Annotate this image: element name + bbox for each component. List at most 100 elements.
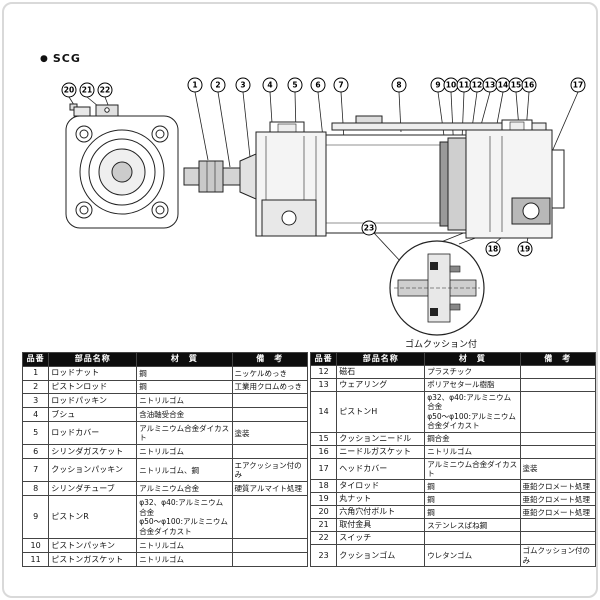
callout-13: 13 [482, 77, 498, 93]
callout-15: 15 [508, 77, 524, 93]
part-name: クッションニードル [336, 431, 426, 446]
part-name: ピストンパッキン [48, 538, 138, 554]
svg-text:2: 2 [215, 81, 220, 90]
svg-text:19: 19 [520, 245, 530, 254]
part-no: 5 [21, 421, 50, 446]
svg-text:9: 9 [435, 81, 440, 90]
callout-23: 23 [361, 220, 377, 236]
piston-magnet [439, 141, 449, 227]
part-no: 10 [21, 538, 50, 554]
part-no: 22 [309, 531, 338, 546]
part-material: ニトリルゴム [424, 444, 521, 459]
svg-text:1: 1 [192, 81, 197, 90]
part-note: 亜鉛クロメート処理 [519, 505, 596, 520]
part-note: 硬質アルマイト処理 [231, 481, 309, 497]
col-header-no: 品番 [21, 352, 50, 367]
part-note: ゴムクッション付のみ [519, 544, 596, 567]
part-material: プラスチック [424, 365, 521, 379]
part-material: ウレタンゴム [424, 544, 521, 567]
part-name: シリンダチューブ [48, 481, 138, 497]
part-material: ニトリルゴム、鋼 [136, 458, 233, 483]
part-material: 鋼 [424, 492, 521, 507]
callout-22: 22 [97, 82, 113, 98]
callout-14: 14 [495, 77, 511, 93]
rod-nut [198, 160, 224, 193]
svg-text:5: 5 [292, 81, 297, 90]
svg-text:3: 3 [240, 81, 245, 90]
part-no: 12 [309, 365, 338, 379]
part-material: ニトリルゴム [136, 393, 233, 409]
col-header-material: 材 質 [136, 352, 233, 367]
part-no: 15 [309, 431, 338, 446]
svg-text:15: 15 [511, 81, 521, 90]
part-name: 丸ナット [336, 492, 426, 507]
cylinder-diagram: 20 21 22 1 2 3 4 5 6 7 8 9 10 11 12 13 1… [61, 77, 586, 336]
part-material [424, 531, 521, 546]
switch-block [355, 115, 383, 124]
svg-text:14: 14 [498, 81, 508, 90]
part-no: 6 [21, 444, 50, 460]
part-note [519, 391, 596, 433]
svg-text:22: 22 [100, 86, 110, 95]
svg-text:11: 11 [459, 81, 469, 90]
part-material: ニトリルゴム [136, 538, 233, 554]
part-no: 11 [21, 552, 50, 567]
svg-text:10: 10 [446, 81, 456, 90]
part-material: φ32、φ40:アルミニウム合金 φ50〜φ100:アルミニウム合金ダイカスト [136, 495, 233, 540]
part-note [231, 393, 309, 409]
callout-16: 16 [521, 77, 537, 93]
svg-text:18: 18 [488, 245, 498, 254]
head-end-step [551, 149, 565, 209]
col-header-note: 備 考 [231, 352, 309, 367]
part-name: ピストンガスケット [48, 552, 138, 567]
part-material: アルミニウム合金ダイカスト [136, 421, 233, 446]
part-material: 鋼 [136, 379, 233, 395]
rod-packing [239, 153, 257, 200]
callouts: 20 21 22 1 2 3 4 5 6 7 8 9 10 11 12 13 1… [61, 77, 586, 257]
callout-2: 2 [210, 77, 226, 93]
callout-10: 10 [443, 77, 459, 93]
part-no: 8 [21, 481, 50, 497]
part-note: 工業用クロムめっき [231, 379, 309, 395]
part-name: クッションパッキン [48, 458, 138, 483]
part-name: ウェアリング [336, 378, 426, 392]
callout-9: 9 [430, 77, 446, 93]
section-view [183, 115, 565, 239]
part-note [231, 407, 309, 423]
part-no: 14 [309, 391, 338, 433]
part-name: 六角穴付ボルト [336, 505, 426, 520]
part-name: ロッドパッキン [48, 393, 138, 409]
svg-text:21: 21 [82, 86, 92, 95]
callout-20: 20 [61, 82, 77, 98]
callout-12: 12 [469, 77, 485, 93]
part-note: 塗装 [231, 421, 309, 446]
part-no: 4 [21, 407, 50, 423]
part-material: ポリアセタール樹脂 [424, 378, 521, 392]
part-no: 18 [309, 479, 338, 494]
part-note [231, 538, 309, 554]
series-label: ● SCG [40, 52, 81, 65]
part-material: 鋼 [424, 479, 521, 494]
header-row: 品番部品名称材 質備 考 [309, 352, 596, 366]
svg-text:4: 4 [267, 81, 272, 90]
part-note [231, 552, 309, 567]
svg-text:23: 23 [364, 224, 374, 233]
bullet-icon: ● [40, 53, 49, 64]
part-no: 16 [309, 444, 338, 459]
part-material: 鋼 [136, 365, 233, 381]
part-material: 鋼 [424, 505, 521, 520]
part-name: タイロッド [336, 479, 426, 494]
